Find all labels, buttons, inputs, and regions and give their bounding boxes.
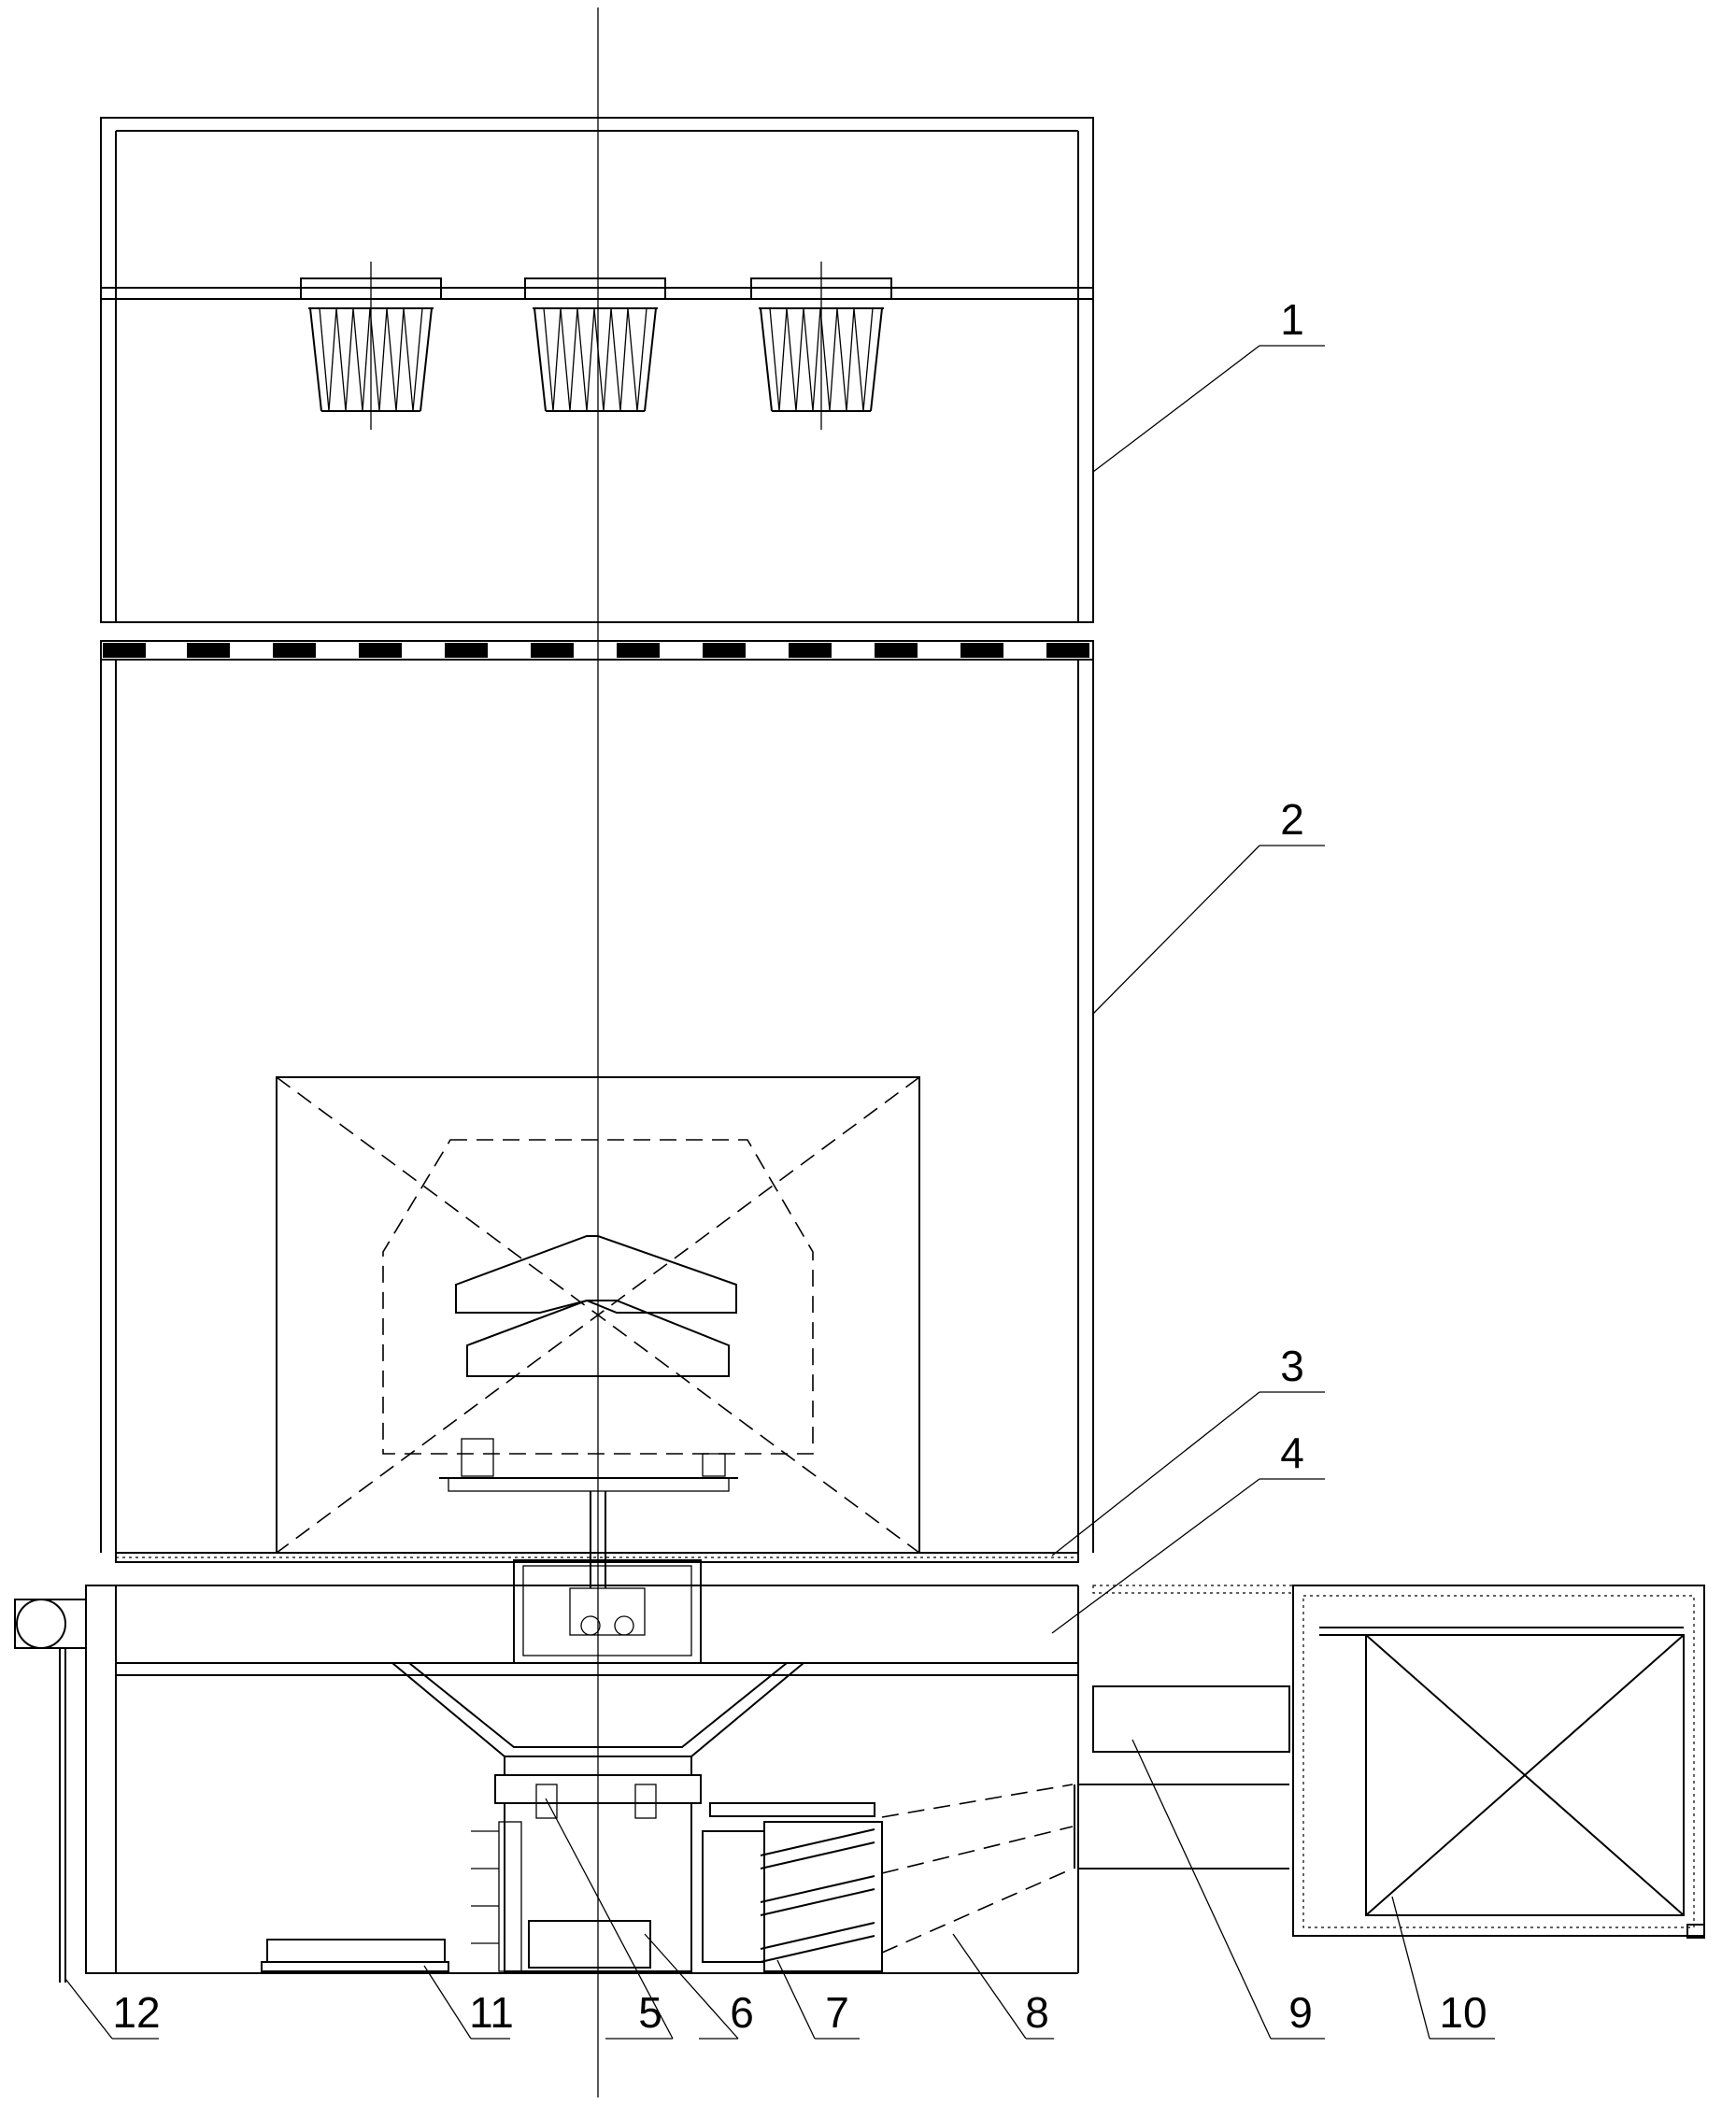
label-8: 8 — [1025, 1988, 1049, 2037]
label-2: 2 — [1280, 795, 1304, 844]
base-deck — [86, 1552, 1079, 1676]
label-4: 4 — [1280, 1429, 1304, 1477]
label-6: 6 — [730, 1988, 754, 2037]
collection-tray — [261, 1939, 841, 1974]
lower-chamber — [85, 1585, 1079, 1974]
filter-bag-left — [300, 262, 442, 430]
connecting-duct — [1074, 1685, 1290, 1869]
grating-band — [100, 640, 1094, 661]
label-7: 7 — [825, 1988, 849, 2037]
filter-bag-center — [524, 277, 666, 412]
middle-chamber — [100, 660, 1094, 1553]
label-10: 10 — [1439, 1988, 1487, 2037]
vibrating-screen — [471, 1774, 702, 1972]
label-12: 12 — [112, 1988, 160, 2037]
label-1: 1 — [1280, 295, 1304, 344]
label-3: 3 — [1280, 1342, 1304, 1390]
label-5: 5 — [638, 1988, 662, 2037]
right-enclosure — [1092, 1585, 1705, 1939]
label-9: 9 — [1288, 1988, 1313, 2037]
filter-bag-right — [750, 262, 892, 430]
inclined-classifier — [702, 1784, 1074, 1972]
processing-hopper — [276, 1076, 920, 1554]
leader-lines — [64, 345, 1495, 2040]
label-11: 11 — [469, 1988, 514, 2037]
drive-unit — [513, 1491, 702, 1664]
fan-housing — [14, 1599, 87, 1983]
upper-chamber — [100, 117, 1094, 623]
